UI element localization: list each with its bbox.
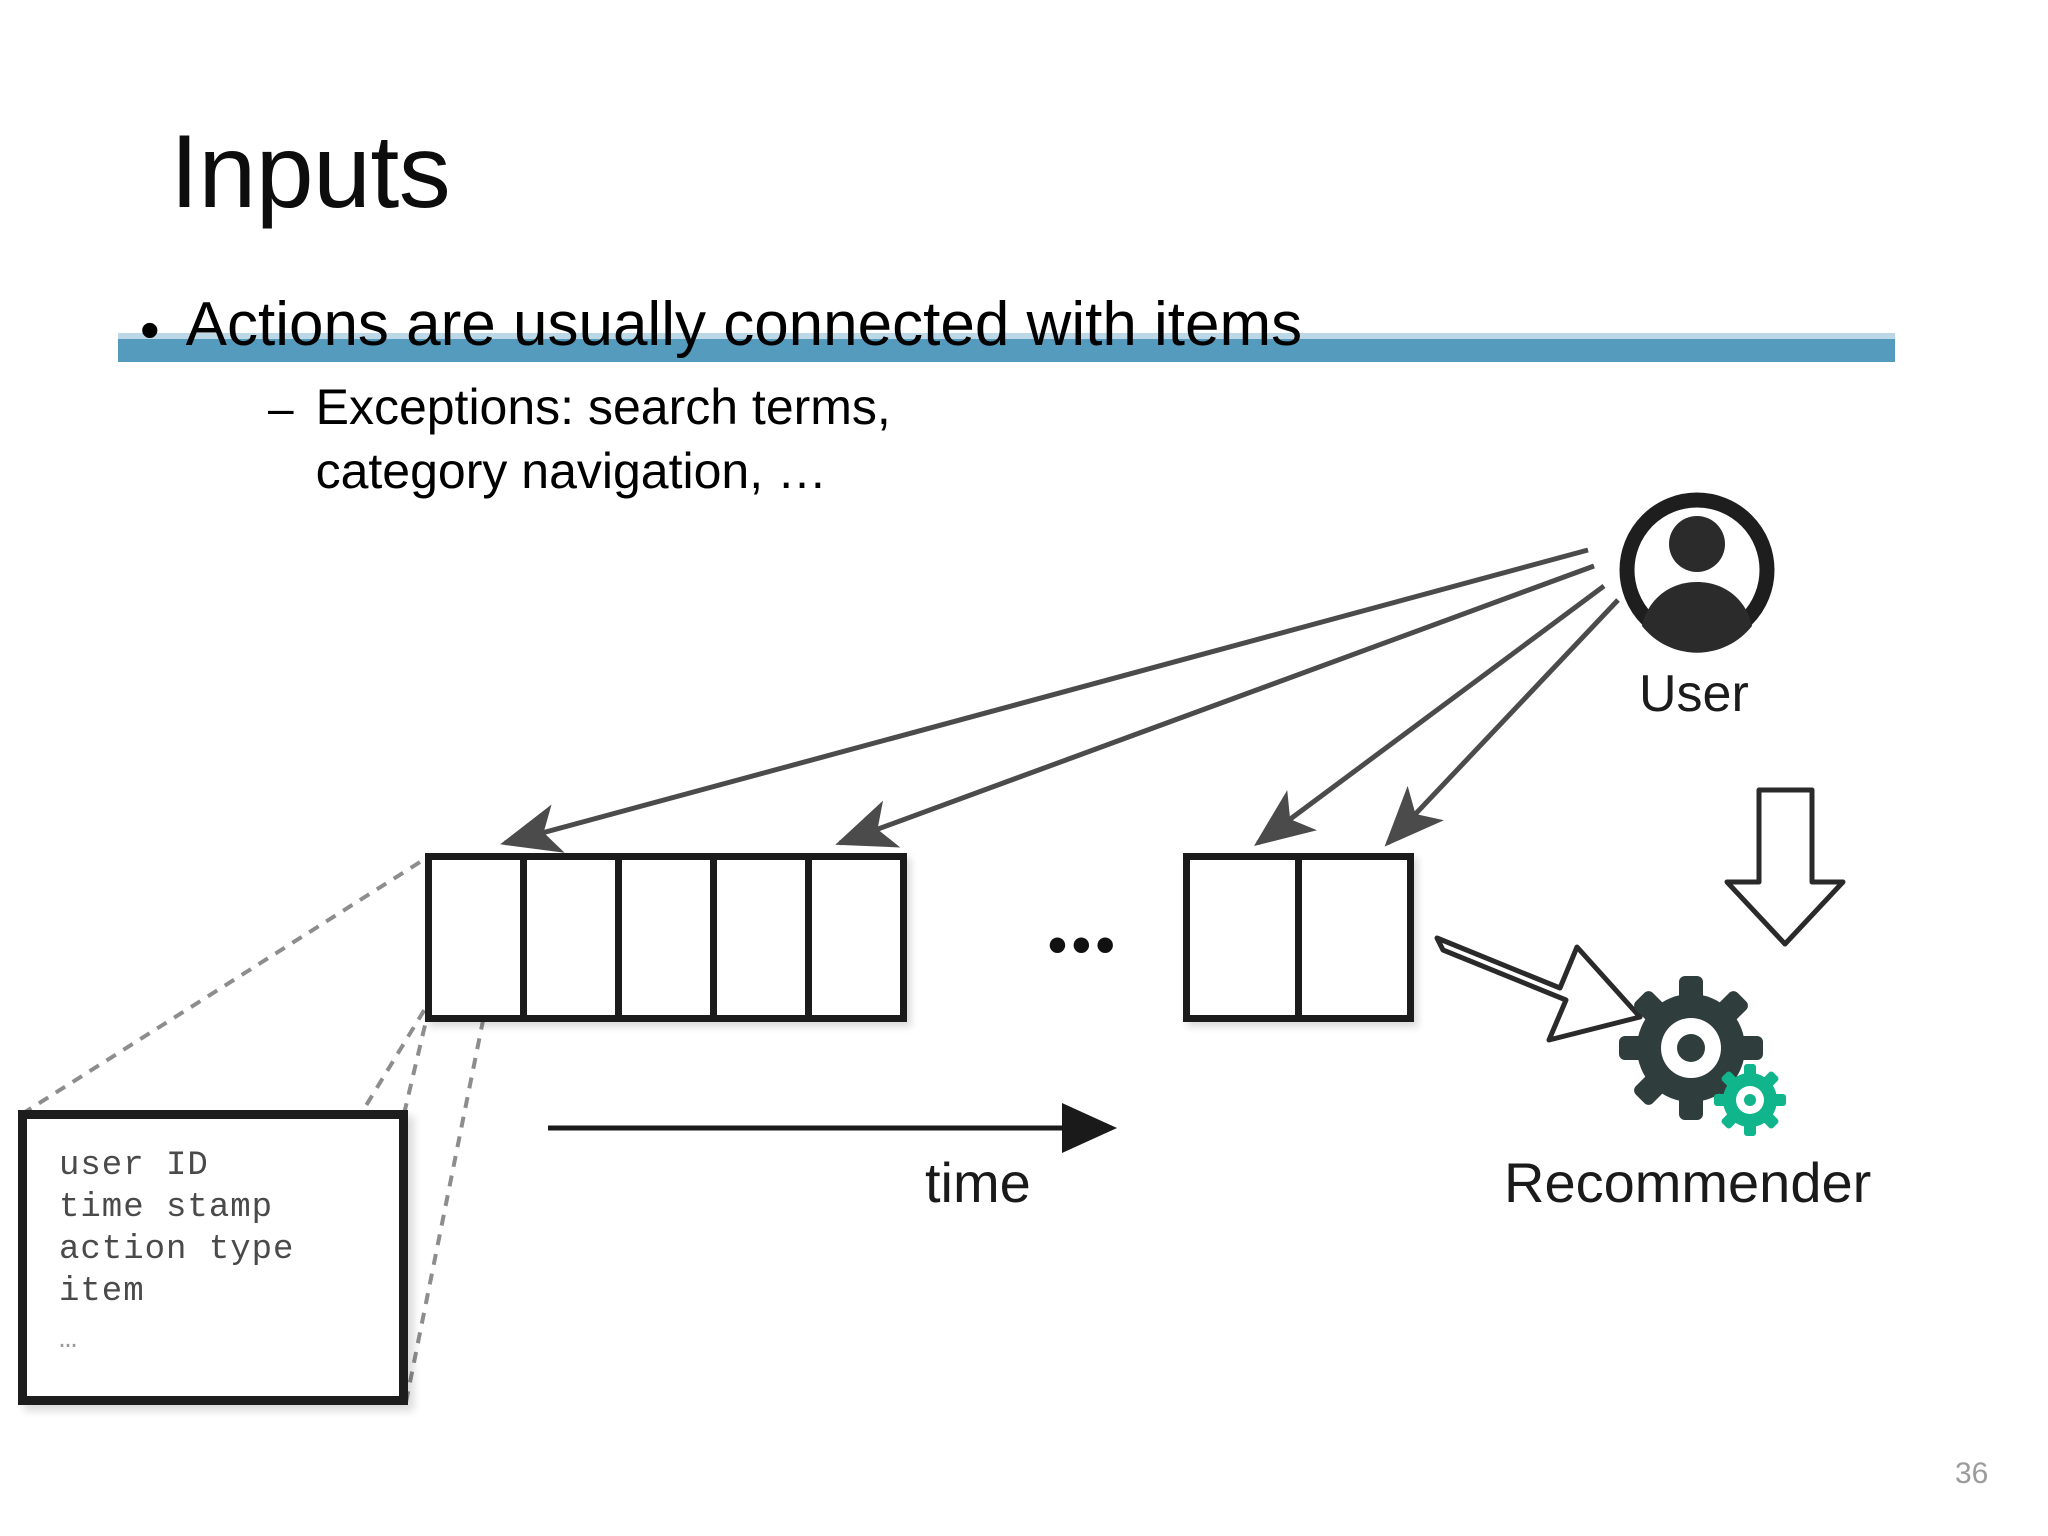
action-cell[interactable] bbox=[812, 860, 900, 1015]
user-action-arrow-2 bbox=[835, 563, 1595, 848]
page-title: Inputs bbox=[170, 114, 451, 230]
schema-field-user-id: user ID bbox=[59, 1147, 209, 1185]
schema-field-more: … bbox=[59, 1322, 79, 1357]
schema-field-item: item bbox=[59, 1273, 145, 1312]
action-sequence-strip-early[interactable] bbox=[425, 853, 907, 1022]
recommender-label: Recommender bbox=[1504, 1151, 1872, 1214]
user-avatar-icon bbox=[1619, 492, 1775, 653]
bullet-text-secondary: Exceptions: search terms, category navig… bbox=[316, 375, 891, 503]
action-cell[interactable] bbox=[1302, 860, 1407, 1015]
schema-field-action-type: action type bbox=[59, 1231, 295, 1270]
bullet-text-primary: Actions are usually connected with items bbox=[185, 290, 1303, 359]
bullet-item-primary: • Actions are usually connected with ite… bbox=[140, 288, 1302, 361]
user-label: User bbox=[1639, 665, 1749, 723]
action-cell[interactable] bbox=[1190, 860, 1302, 1015]
schema-field-time-stamp: time stamp bbox=[59, 1189, 274, 1228]
bullet-text-secondary-line1: Exceptions: search terms, bbox=[315, 379, 891, 435]
time-axis-label: time bbox=[925, 1151, 1031, 1214]
user-action-arrow-1 bbox=[500, 547, 1589, 853]
accent-bar-highlight bbox=[118, 333, 1895, 339]
user-action-arrow-4 bbox=[1384, 598, 1620, 847]
action-cell[interactable] bbox=[622, 860, 717, 1015]
action-cell[interactable] bbox=[717, 860, 812, 1015]
bullet-item-secondary: – Exceptions: search terms, category nav… bbox=[268, 375, 891, 503]
flow-block-arrow-user-to-recommender bbox=[1724, 787, 1846, 947]
action-schema-box: user ID time stamp action type item … bbox=[18, 1110, 408, 1405]
user-action-arrows bbox=[500, 547, 1620, 853]
action-sequence-strip-late[interactable] bbox=[1183, 853, 1414, 1022]
projection-line-bottom-left bbox=[354, 1002, 430, 1124]
recommender-gear-small-icon bbox=[1714, 1064, 1786, 1136]
action-cell[interactable] bbox=[527, 860, 622, 1015]
sequence-ellipsis: ••• bbox=[1048, 915, 1120, 975]
recommender-gear-large-icon bbox=[1619, 976, 1763, 1120]
page-number: 36 bbox=[1955, 1457, 1989, 1490]
user-action-arrow-3 bbox=[1253, 583, 1606, 846]
bullet-marker-icon: • bbox=[140, 298, 160, 361]
flow-block-arrow-to-recommender bbox=[1434, 935, 1643, 1043]
dash-marker-icon: – bbox=[268, 382, 294, 434]
projection-line-top-left bbox=[20, 855, 430, 1116]
action-cell[interactable] bbox=[432, 860, 527, 1015]
accent-bar bbox=[118, 339, 1895, 362]
bullet-text-secondary-line2: category navigation, … bbox=[315, 443, 827, 499]
